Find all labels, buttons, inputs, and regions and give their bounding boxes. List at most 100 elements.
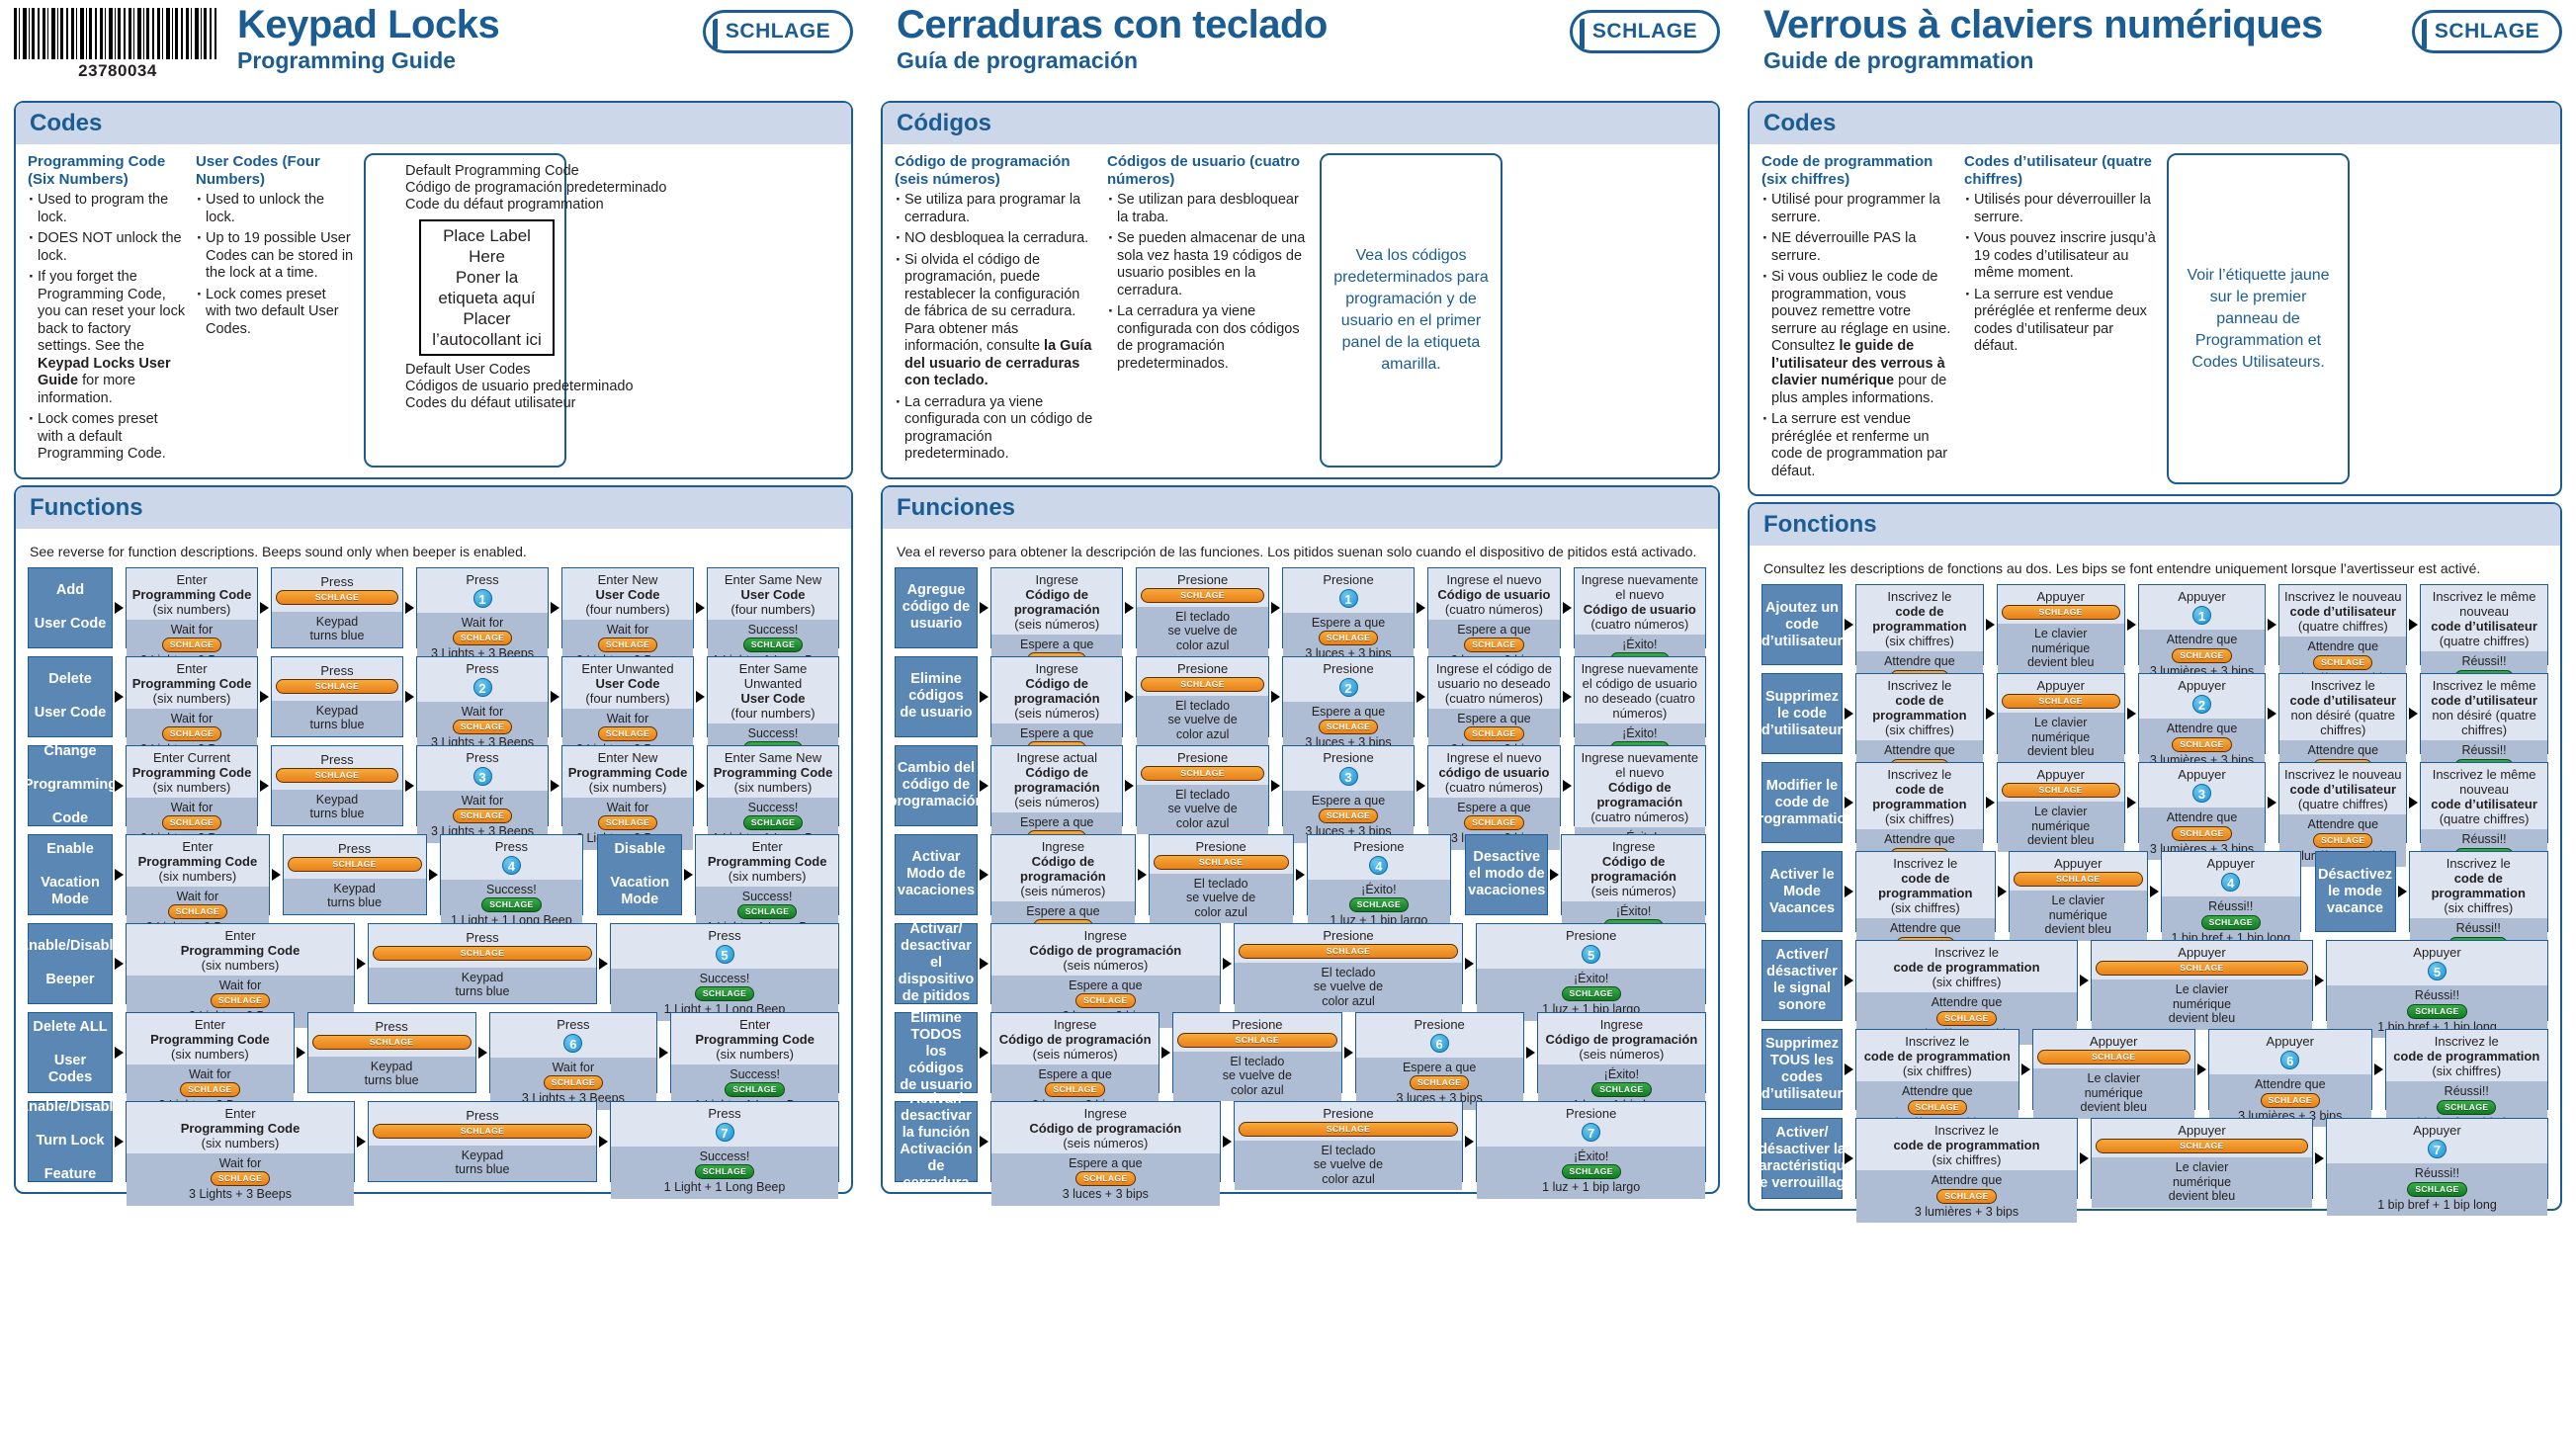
- number-1-icon: 1: [472, 588, 492, 608]
- step-status-label: Attendre que: [2307, 817, 2379, 831]
- schlage-green-pill-icon: SCHLAGE: [481, 897, 542, 912]
- row-spacer: [583, 834, 597, 915]
- step-code-name: User Code: [740, 690, 806, 706]
- step-code-length: (six chiffres): [1932, 975, 2002, 989]
- function-name-line: Activer le Mode Vacances: [1768, 866, 1836, 916]
- step-instruction: Enter: [176, 571, 208, 587]
- step-note-line: numérique: [2172, 1174, 2232, 1189]
- function-name-line: Code: [51, 810, 89, 826]
- step-status-label: Success!: [699, 1149, 750, 1163]
- schlage-orange-pill-icon: SCHLAGE: [543, 1075, 604, 1090]
- step-instruction: Enter Same New: [724, 749, 822, 765]
- step-result: 3 Lights + 3 Beeps: [189, 1187, 292, 1201]
- step-note-line: Le clavier: [2051, 894, 2105, 907]
- step-instruction: Presione: [1176, 660, 1229, 676]
- schlage-green-pill-icon: SCHLAGE: [694, 1164, 755, 1179]
- step-instruction: Inscrivez le: [1887, 589, 1952, 604]
- flow-arrow-icon: [2125, 584, 2138, 665]
- schlage-green-pill-icon: SCHLAGE: [694, 986, 755, 1001]
- function-name-line: Supprimez le code d’utilisateur: [1760, 688, 1844, 738]
- flow-arrow-icon: [476, 1012, 489, 1093]
- step-code-length: (four numbers): [585, 690, 670, 706]
- number-3-icon: 3: [2191, 784, 2211, 803]
- step-instruction: Ingrese nuevamente el nuevo: [1581, 571, 1699, 602]
- function-name-line: Cambio del código de programación: [888, 760, 985, 809]
- step-status-label: Attendre que: [2254, 1077, 2326, 1091]
- barcode-number: 23780034: [78, 61, 157, 80]
- step-code-name: Programming Code: [131, 675, 252, 691]
- step-code-length: (cuatro números): [1590, 809, 1689, 824]
- step-code-name: Código de programación: [1013, 764, 1100, 795]
- step-instruction: Inscrivez le: [2310, 678, 2375, 693]
- step-instruction: Ingrese actual: [1016, 749, 1098, 765]
- function-name-line: Elimine códigos de usuario: [900, 671, 973, 721]
- flow-arrow-icon: [978, 745, 990, 826]
- function-name-cell: Agregue código de usuario: [895, 566, 978, 648]
- step-status-label: Réussi!!: [2414, 988, 2460, 1002]
- function-name-line: User Code: [34, 616, 107, 632]
- codes-bullet-item: La serrure est vendue préréglée et renfe…: [1761, 410, 1954, 480]
- step-instruction: Press: [708, 1105, 741, 1121]
- codes-bullet-item: Vous pouvez inscrire jusqu’à 19 codes d’…: [1964, 229, 2157, 283]
- step-status-label: Wait for: [170, 711, 214, 725]
- step-code-length: (six numbers): [716, 1046, 794, 1062]
- step-code-length: (six chiffres): [1884, 723, 1954, 737]
- step-instruction: Press: [466, 930, 499, 945]
- step-code-name: Código de programación: [1029, 1120, 1182, 1136]
- step-code-name: Código de programación: [1596, 779, 1683, 809]
- step-status-label: Espere a que: [1069, 1155, 1143, 1170]
- codes-subsection: Códigos de usuario (cuatro números)Se ut…: [1107, 153, 1310, 468]
- function-name-line: Activar Modo de vacaciones: [897, 849, 976, 898]
- function-name-line: Supprimez TOUS les codes d’utilisateur: [1760, 1036, 1844, 1102]
- schlage-orange-pill-icon: SCHLAGE: [1464, 726, 1524, 741]
- schlage-orange-pill-icon: SCHLAGE: [2001, 694, 2120, 709]
- step-number-wrap: 5: [615, 943, 834, 966]
- step-code-length: (seis números): [1590, 883, 1676, 898]
- step-cell: Ingrese nuevamente el código de usuario …: [1573, 655, 1707, 776]
- flow-arrow-icon: [427, 834, 440, 915]
- step-status-label: Wait for: [461, 793, 504, 808]
- codes-bullet-item: Si olvida el código de programación, pue…: [895, 251, 1097, 390]
- step-status-label: Success!: [741, 889, 793, 903]
- step-code-length: (quatre chiffres): [2297, 797, 2388, 811]
- codes-bullet-item: La cerradura ya viene configurada con un…: [895, 393, 1097, 464]
- step-instruction: Ingrese: [1035, 660, 1078, 676]
- step-status-label: Wait for: [218, 1155, 262, 1170]
- step-note-line: Keypad: [333, 881, 376, 895]
- step-result: 1 Light + 1 Long Beep: [663, 1180, 786, 1194]
- schlage-orange-pill-icon: SCHLAGE: [1141, 765, 1264, 781]
- step-number-wrap: 4: [2166, 871, 2296, 894]
- step-note-line: El teclado: [1321, 1143, 1376, 1157]
- schlage-orange-pill-icon: SCHLAGE: [276, 679, 398, 694]
